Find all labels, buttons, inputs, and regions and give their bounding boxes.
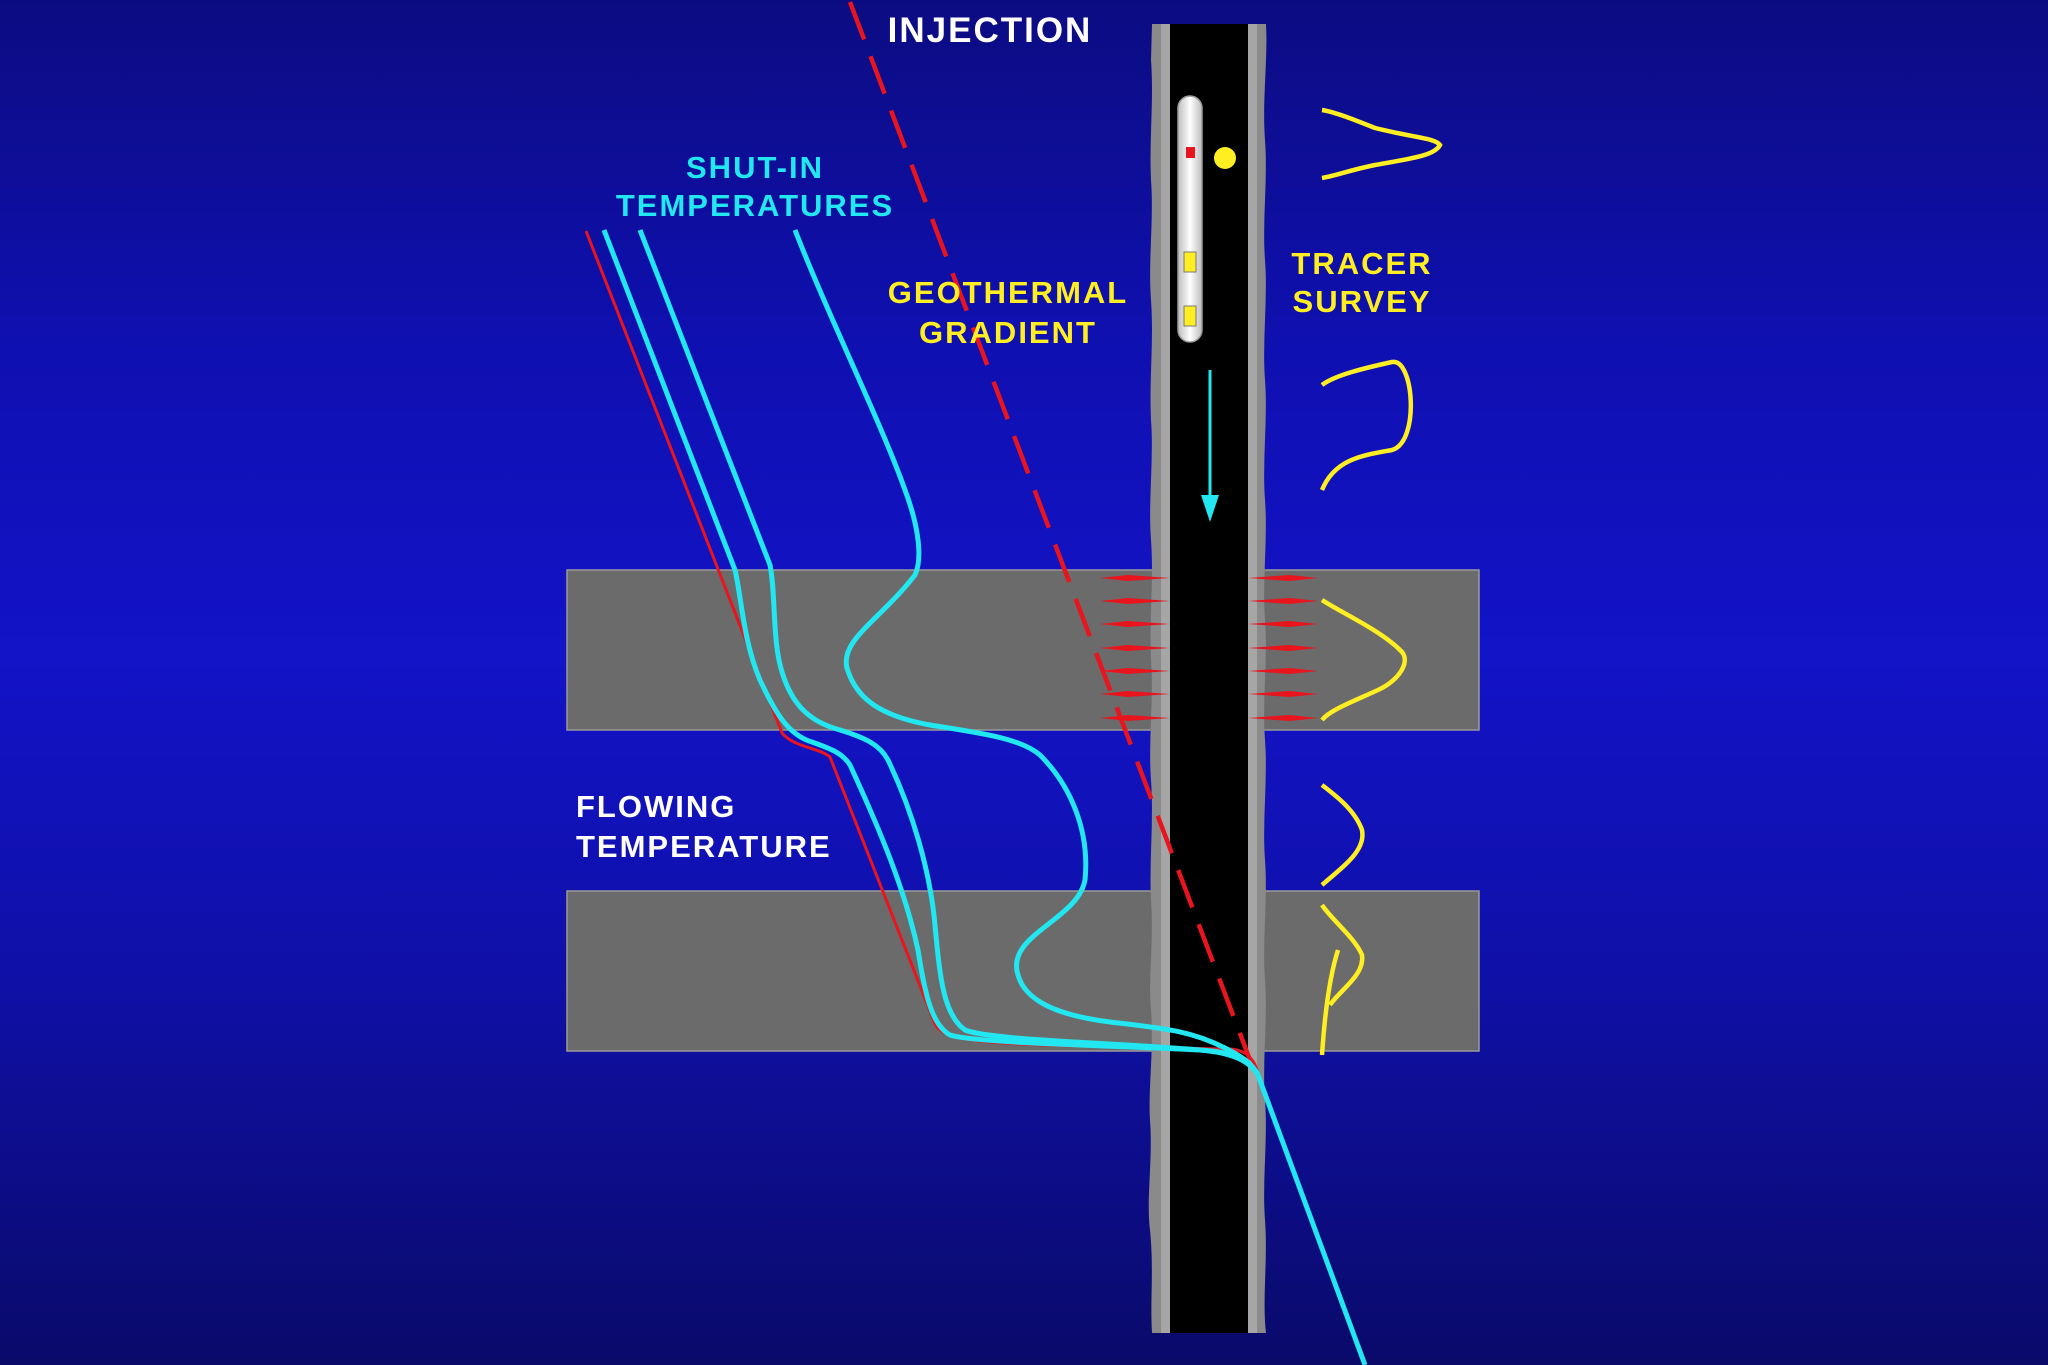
svg-text:SURVEY: SURVEY [1293,284,1432,319]
perforation-jet [1100,668,1318,674]
perforation-jet [1100,645,1318,651]
logging-tool-icon [1177,95,1203,343]
tracer-dot-icon [1214,147,1236,169]
injection-label: INJECTION [888,11,1093,50]
tracer-peak [1320,783,1365,887]
geothermal-gradient-label: GEOTHERMAL GRADIENT [888,275,1128,350]
tool-sensor-red [1186,147,1195,158]
perforations [1100,575,1318,721]
tracer-peak [1319,359,1413,491]
tracer-survey-label: TRACER SURVEY [1291,246,1432,319]
wellbore [1148,24,1267,1333]
tool-detector-lower [1183,305,1197,327]
svg-text:SHUT-IN: SHUT-IN [686,150,824,185]
perforation-jet [1100,598,1318,604]
casing-inner-left [1161,24,1170,1333]
tracer-peak [1320,598,1407,722]
svg-text:TEMPERATURES: TEMPERATURES [616,188,894,223]
upper-injection-zone [566,569,1480,731]
flowing-temperature-label: FLOWING TEMPERATURE [576,789,832,864]
geothermal-gradient-line [847,1,1253,1061]
shut-in-temperature-below-zone [1255,1074,1368,1365]
perforation-jet [1100,621,1318,627]
perforation-jet [1100,715,1318,721]
tool-detector-upper [1183,251,1197,273]
shut-in-temperature-curve-2 [637,229,1261,1077]
down-arrow-icon [1201,370,1219,522]
tracer-peak [1320,903,1365,1007]
shut-in-temperature-curve-3 [792,229,1261,1077]
tracer-survey-curves [1319,107,1443,1056]
lower-injection-zone [566,890,1480,1052]
casing-inner-right [1248,24,1257,1333]
svg-text:TEMPERATURE: TEMPERATURE [576,829,832,864]
tracer-peak [1321,107,1443,181]
svg-text:GEOTHERMAL: GEOTHERMAL [888,275,1128,310]
tracer-peak [1319,949,1341,1056]
svg-text:TRACER: TRACER [1291,246,1432,281]
shut-in-temperatures-label: SHUT-IN TEMPERATURES [616,150,894,223]
perforation-jet [1100,691,1318,697]
perforation-jet [1100,575,1318,581]
svg-text:GRADIENT: GRADIENT [919,315,1097,350]
svg-text:FLOWING: FLOWING [576,789,736,824]
